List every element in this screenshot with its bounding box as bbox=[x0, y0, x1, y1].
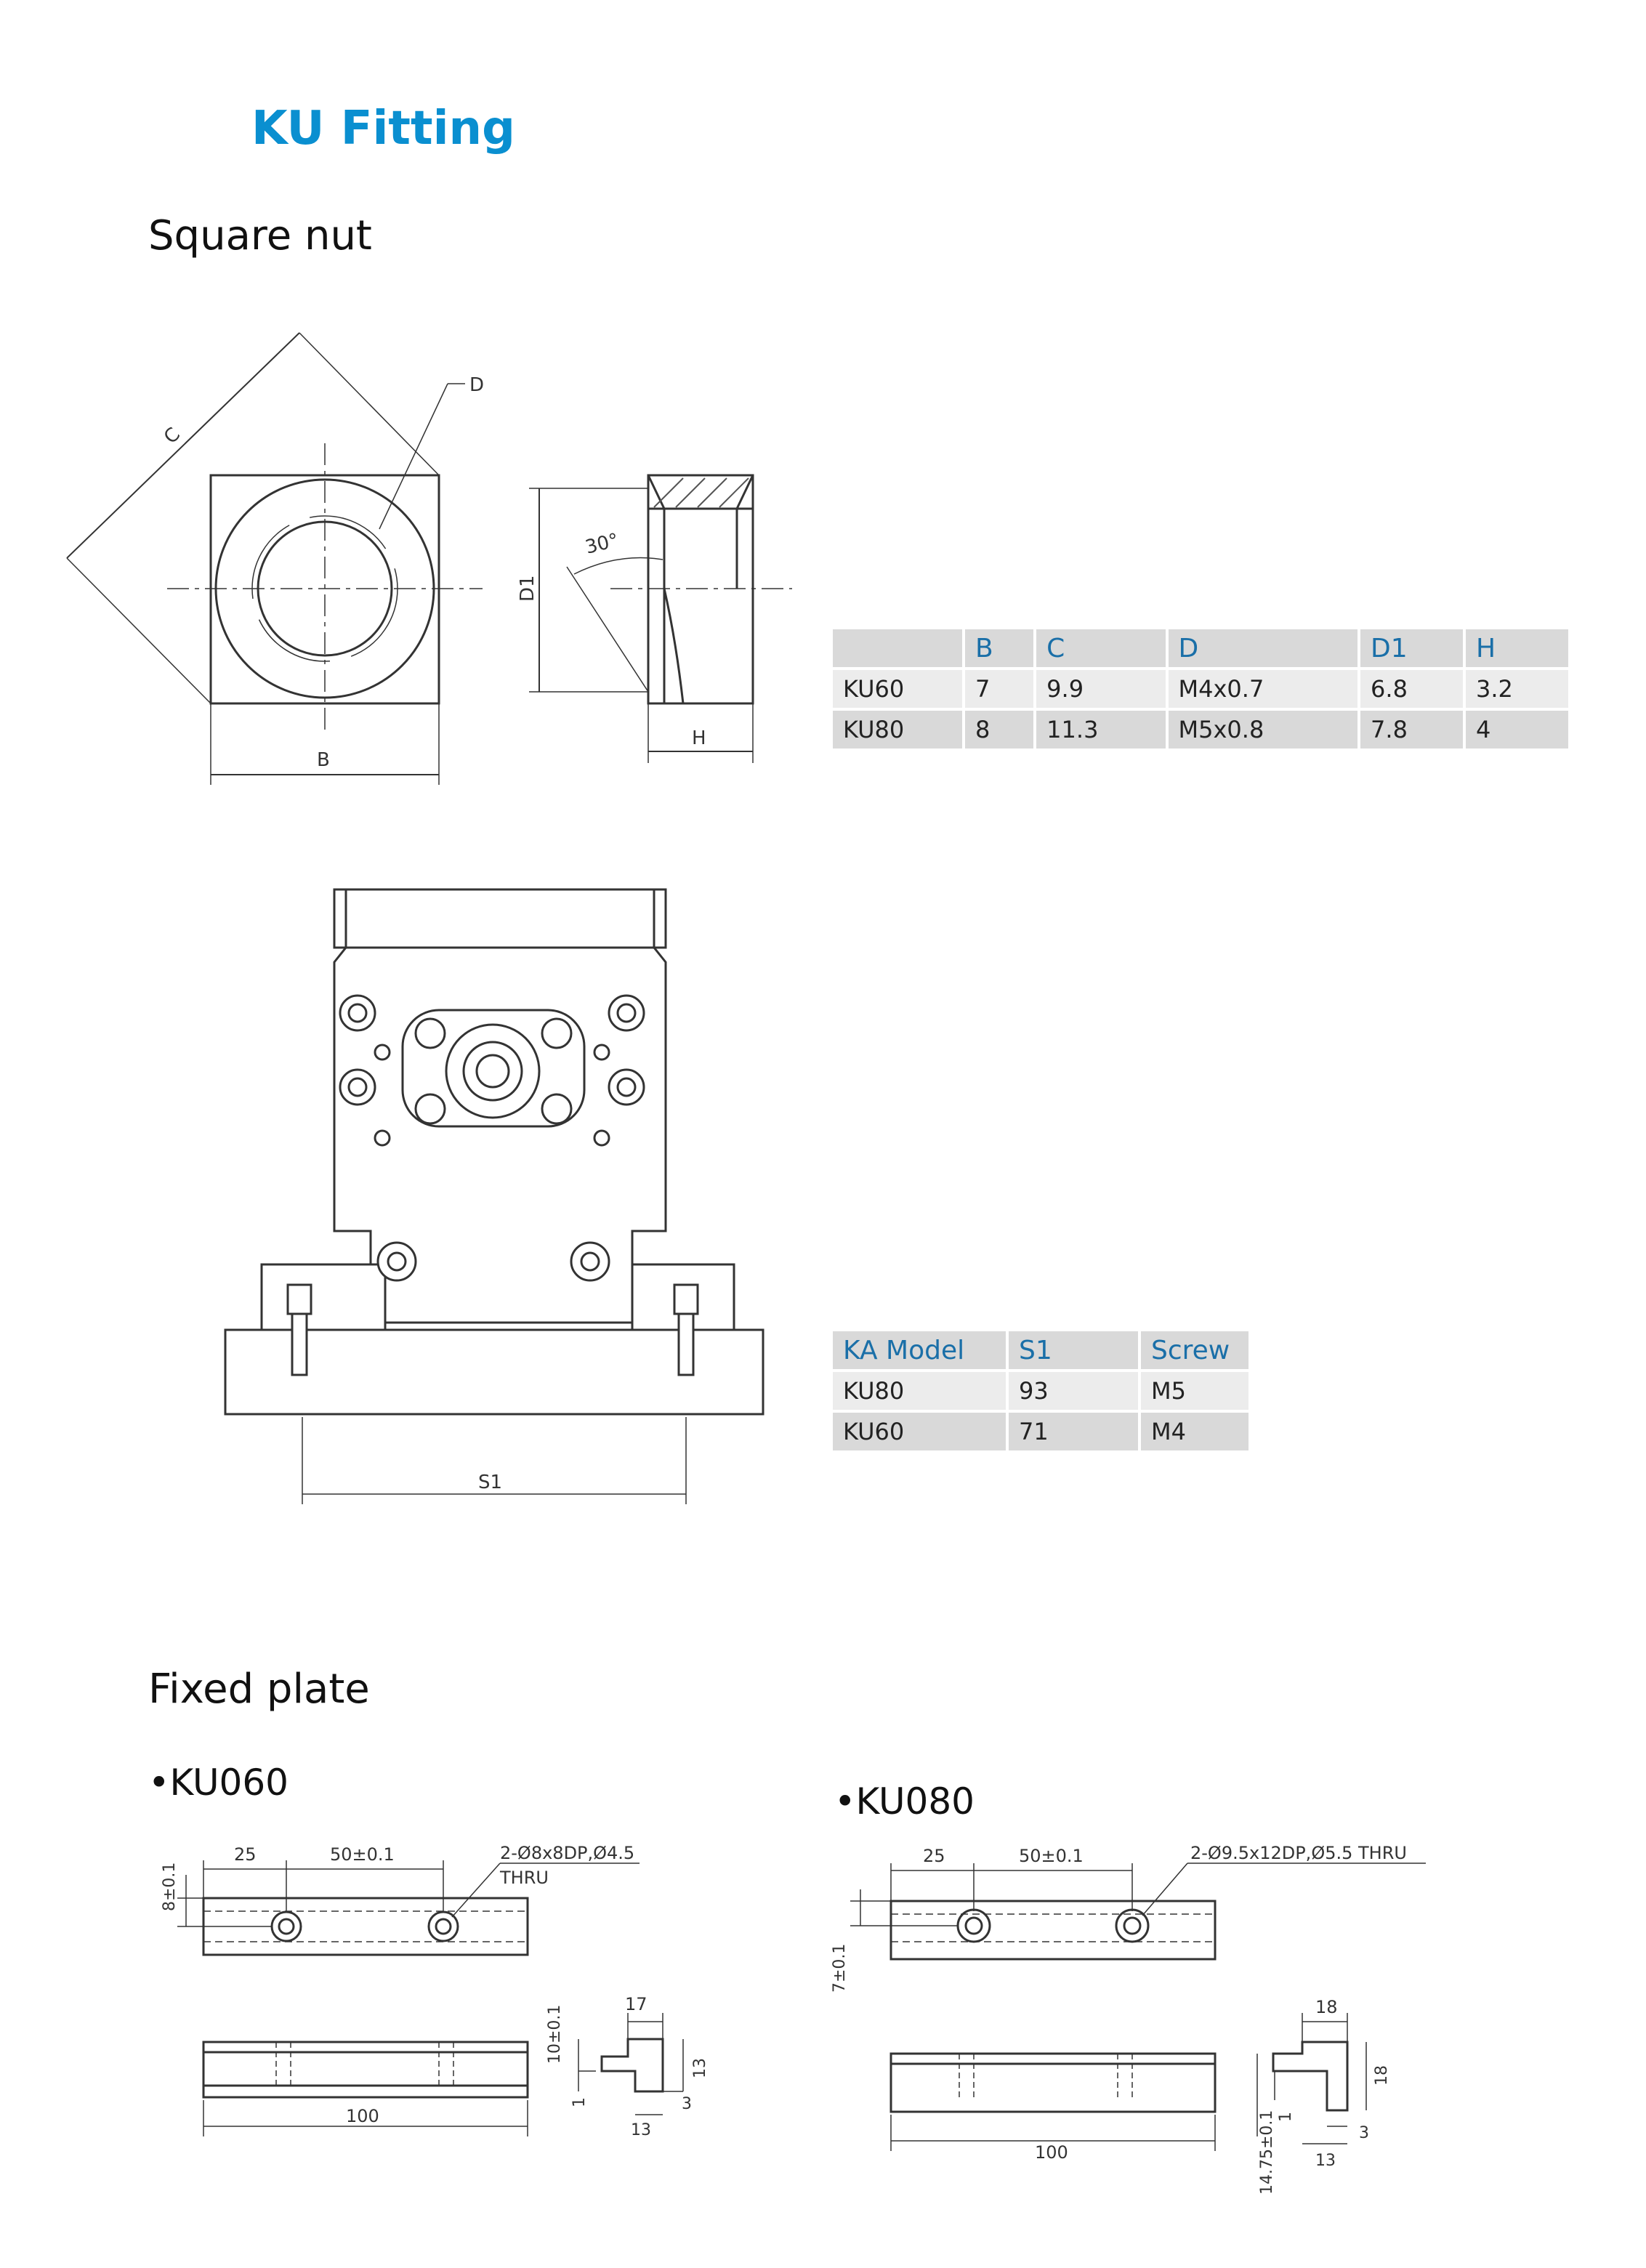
carriage-top bbox=[333, 888, 667, 949]
table-cell: 7 bbox=[965, 670, 1034, 708]
nut-side-outline bbox=[647, 474, 754, 705]
ku080-heading: •KU080 bbox=[834, 1780, 975, 1823]
label-d1: D1 bbox=[517, 575, 538, 602]
ku060-dim-13b: 13 bbox=[631, 2121, 651, 2139]
table-cell: M5x0.8 bbox=[1168, 711, 1358, 748]
ku060-note-1: 2-Ø8x8DP,Ø4.5 bbox=[500, 1843, 634, 1863]
table-cell: 4 bbox=[1466, 711, 1568, 748]
ku080-dim-18b: 18 bbox=[1373, 2065, 1391, 2086]
table-cell: KU80 bbox=[833, 711, 962, 748]
left-clamp bbox=[260, 1263, 387, 1331]
table-cell: 93 bbox=[1009, 1372, 1138, 1410]
ku060-dim-8: 8±0.1 bbox=[161, 1863, 179, 1911]
table-cell: 9.9 bbox=[1036, 670, 1166, 708]
table-header-cell: H bbox=[1466, 629, 1568, 667]
ku060-side-view bbox=[202, 2041, 529, 2099]
ku080-dim-50: 50±0.1 bbox=[1019, 1846, 1084, 1866]
ku080-dim-25: 25 bbox=[923, 1846, 945, 1866]
table-cell: M5 bbox=[1141, 1372, 1248, 1410]
ku060-profile bbox=[600, 2038, 664, 2093]
table-cell: 11.3 bbox=[1036, 711, 1166, 748]
ku080-dim-100: 100 bbox=[1035, 2142, 1068, 2163]
table-header-cell: C bbox=[1036, 629, 1166, 667]
table-header-row: B C D D1 H bbox=[833, 629, 1568, 667]
label-d: D bbox=[469, 374, 484, 396]
table-header-row: KA Model S1 Screw bbox=[833, 1331, 1248, 1369]
ku080-dim-1475: 14.75±0.1 bbox=[1258, 2110, 1276, 2195]
table-cell: M4 bbox=[1141, 1413, 1248, 1450]
table-header-cell: D1 bbox=[1360, 629, 1463, 667]
table-cell: M4x0.7 bbox=[1168, 670, 1358, 708]
table-cell: 71 bbox=[1009, 1413, 1138, 1450]
ku080-profile bbox=[1272, 2041, 1349, 2112]
table-row: KU60 71 M4 bbox=[833, 1413, 1248, 1450]
ku080-dim-7: 7±0.1 bbox=[831, 1944, 849, 1993]
ku080-dim-18a: 18 bbox=[1315, 1997, 1338, 2017]
label-h: H bbox=[692, 727, 706, 749]
ku060-dim-50: 50±0.1 bbox=[330, 1844, 395, 1865]
table-header-cell bbox=[833, 629, 962, 667]
label-angle: 30° bbox=[583, 530, 621, 559]
ku060-dim-100: 100 bbox=[346, 2106, 379, 2126]
page-title: KU Fitting bbox=[251, 102, 515, 156]
label-s1: S1 bbox=[478, 1472, 502, 1493]
section-heading-square-nut: Square nut bbox=[148, 212, 372, 259]
nut-spec-table: B C D D1 H KU60 7 9.9 M4x0.7 6.8 3.2 KU8… bbox=[830, 626, 1571, 751]
assembly-drawing: S1 bbox=[224, 888, 764, 1504]
table-header-cell: B bbox=[965, 629, 1034, 667]
section-heading-fixed-plate: Fixed plate bbox=[148, 1666, 370, 1713]
table-cell: 7.8 bbox=[1360, 711, 1463, 748]
table-cell: KU80 bbox=[833, 1372, 1006, 1410]
ku080-note-1: 2-Ø9.5x12DP,Ø5.5 THRU bbox=[1190, 1843, 1407, 1863]
ku060-dim-25: 25 bbox=[234, 1844, 257, 1865]
ku060-dim-13a: 13 bbox=[691, 2058, 709, 2078]
table-cell: 6.8 bbox=[1360, 670, 1463, 708]
ku080-side-view bbox=[889, 2052, 1217, 2113]
table-cell: KU60 bbox=[833, 670, 962, 708]
table-header-cell: Screw bbox=[1141, 1331, 1248, 1369]
ku080-drawing: 25 50±0.1 7±0.1 2-Ø9.5x12DP,Ø5.5 THRU 10… bbox=[831, 1843, 1426, 2195]
ku060-dim-10: 10±0.1 bbox=[546, 2005, 564, 2064]
base-plate bbox=[224, 1328, 764, 1416]
table-row: KU80 93 M5 bbox=[833, 1372, 1248, 1410]
ka-model-table: KA Model S1 Screw KU80 93 M5 KU60 71 M4 bbox=[830, 1328, 1251, 1453]
ku060-drawing: 25 50±0.1 8±0.1 2-Ø8x8DP,Ø4.5 THRU 100 1… bbox=[161, 1843, 709, 2139]
table-cell: 8 bbox=[965, 711, 1034, 748]
table-header-cell: KA Model bbox=[833, 1331, 1006, 1369]
table-cell: 3.2 bbox=[1466, 670, 1568, 708]
ku080-dim-13: 13 bbox=[1315, 2152, 1336, 2170]
ku080-top-view bbox=[889, 1900, 1217, 1961]
ku060-dim-1: 1 bbox=[570, 2097, 589, 2107]
ku060-dim-17: 17 bbox=[625, 1994, 647, 2014]
ku060-heading: •KU060 bbox=[148, 1761, 289, 1804]
table-row: KU60 7 9.9 M4x0.7 6.8 3.2 bbox=[833, 670, 1568, 708]
label-c: C bbox=[160, 424, 185, 448]
table-header-cell: S1 bbox=[1009, 1331, 1138, 1369]
table-cell: KU60 bbox=[833, 1413, 1006, 1450]
table-header-cell: D bbox=[1168, 629, 1358, 667]
ku080-dim-1: 1 bbox=[1277, 2112, 1295, 2122]
table-row: KU80 8 11.3 M5x0.8 7.8 4 bbox=[833, 711, 1568, 748]
ku060-dim-3: 3 bbox=[682, 2095, 692, 2113]
label-b: B bbox=[317, 749, 330, 771]
ku080-dim-3: 3 bbox=[1359, 2124, 1369, 2142]
square-nut-drawing: C D D1 30° B H bbox=[66, 332, 792, 785]
ku060-note-2: THRU bbox=[499, 1868, 549, 1888]
